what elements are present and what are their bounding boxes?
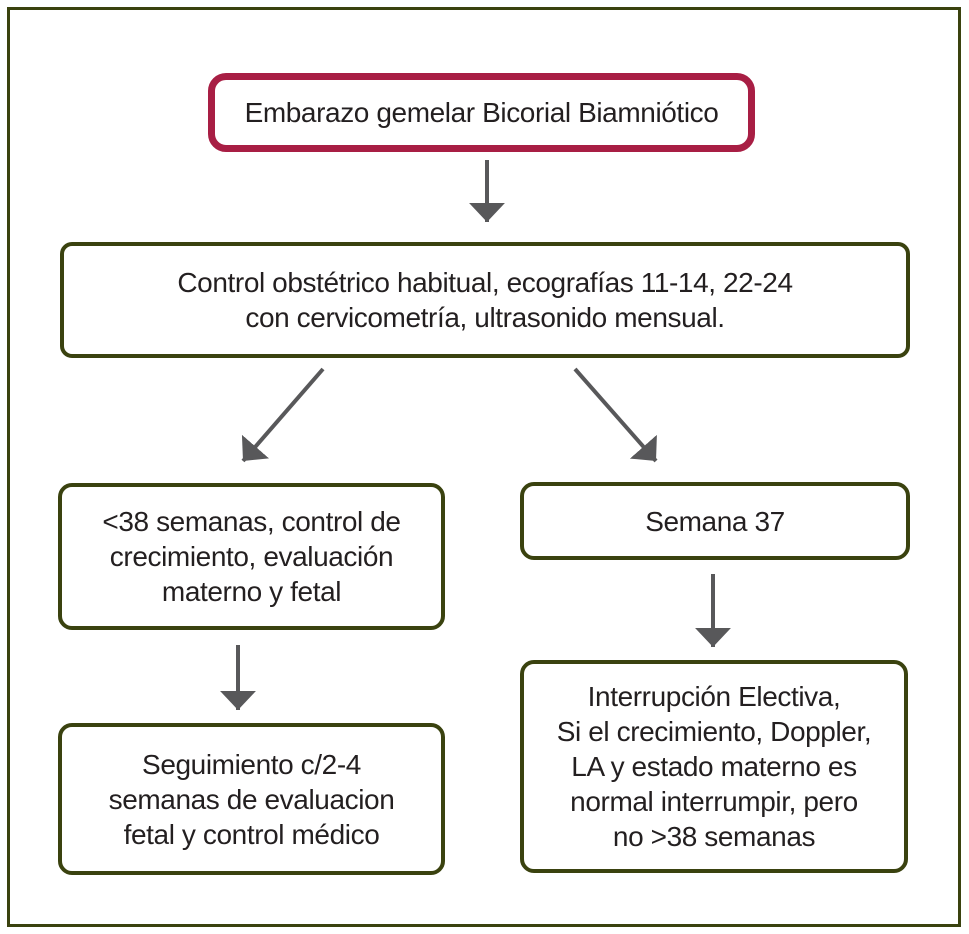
node-semana-37: Semana 37: [520, 482, 910, 560]
node-seguimiento: Seguimiento c/2-4 semanas de evaluacion …: [58, 723, 445, 875]
diagram-border-frame: [7, 7, 961, 927]
node-interrupcion-electiva-text: no >38 semanas: [612, 821, 816, 852]
node-interrupcion-electiva-text: Si el crecimiento, Doppler,: [556, 716, 872, 747]
node-seguimiento-text: fetal y control médico: [123, 818, 380, 850]
node-menor-38-semanas-text: crecimiento, evaluación: [109, 541, 394, 572]
node-semana-37-text: Semana 37: [645, 505, 785, 537]
node-interrupcion-electiva: Interrupción Electiva, Si el crecimiento…: [520, 660, 908, 873]
node-interrupcion-electiva-text: normal interrumpir, pero: [570, 786, 858, 817]
node-control-obstetrico: Control obstétrico habitual, ecografías …: [60, 242, 910, 358]
node-interrupcion-electiva-text: Interrupción Electiva,: [587, 681, 841, 712]
node-control-obstetrico-text: con cervicometría, ultrasonido mensual.: [245, 302, 725, 333]
node-embarazo-gemelar: Embarazo gemelar Bicorial Biamniótico: [208, 73, 755, 152]
node-menor-38-semanas-text: <38 semanas, control de: [102, 506, 401, 537]
node-interrupcion-electiva-text: LA y estado materno es: [571, 751, 857, 782]
node-embarazo-gemelar-text: Embarazo gemelar Bicorial Biamniótico: [244, 97, 719, 128]
node-menor-38-semanas: <38 semanas, control de crecimiento, eva…: [58, 483, 445, 630]
node-seguimiento-text: semanas de evaluacion: [108, 783, 395, 815]
node-seguimiento-text: Seguimiento c/2-4: [142, 748, 361, 780]
node-menor-38-semanas-text: materno y fetal: [161, 576, 342, 607]
node-control-obstetrico-text: Control obstétrico habitual, ecografías …: [177, 267, 793, 298]
